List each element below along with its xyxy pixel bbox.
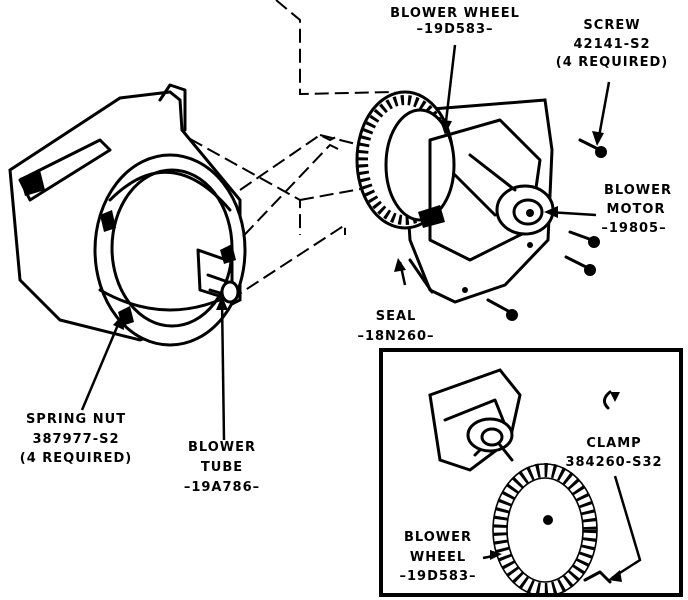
blower-motor-part-number: –19805– [601,221,666,236]
blower-tube [196,248,240,304]
leader-arrowheads [113,120,622,582]
inset-clamp [583,390,612,584]
clamp-part-number: 384260-S32 [565,455,662,470]
blower-tube-label-line2: TUBE [201,460,243,475]
screw-quantity: (4 REQUIRED) [556,55,668,70]
label-blower-motor: BLOWER MOTOR –19805– [601,183,672,236]
label-blower-wheel-top: BLOWER WHEEL –19D583– [390,6,520,37]
inset-blower-wheel-label-line1: BLOWER [404,530,472,545]
spring-nut-part-number: 387977-S2 [32,432,119,447]
inset-blower-wheel-label-line2: WHEEL [410,550,466,565]
blower-motor-label-line1: BLOWER [604,183,672,198]
label-clamp: CLAMP 384260-S32 [565,436,662,470]
blower-tube-label-line1: BLOWER [188,440,256,455]
blower-wheel-part-number: –19D583– [416,22,493,37]
screw-part-number: 42141-S2 [573,37,650,52]
inset-motor [428,368,522,472]
blower-motor-assembly [355,90,555,304]
spring-nut-quantity: (4 REQUIRED) [20,451,132,466]
screws [486,138,607,321]
label-blower-wheel-inset: BLOWER WHEEL –19D583– [399,530,476,584]
spring-nut-label: SPRING NUT [26,412,126,427]
screw-label: SCREW [583,18,640,33]
blower-tube-part-number: –19A786– [184,480,260,495]
label-spring-nut: SPRING NUT 387977-S2 (4 REQUIRED) [20,412,132,466]
clamp-label: CLAMP [586,436,641,451]
inset-blower-wheel-part-number: –19D583– [399,569,476,584]
blower-wheel-label: BLOWER WHEEL [390,6,520,21]
label-blower-tube: BLOWER TUBE –19A786– [184,440,260,495]
label-screw: SCREW 42141-S2 (4 REQUIRED) [556,18,668,70]
seal-label: SEAL [376,309,417,324]
seal-part-number: –18N260– [357,329,434,344]
label-seal: SEAL –18N260– [357,309,434,344]
blower-motor-label-line2: MOTOR [607,202,666,217]
blower-housing [8,83,247,347]
inset-blower-wheel [492,463,598,597]
